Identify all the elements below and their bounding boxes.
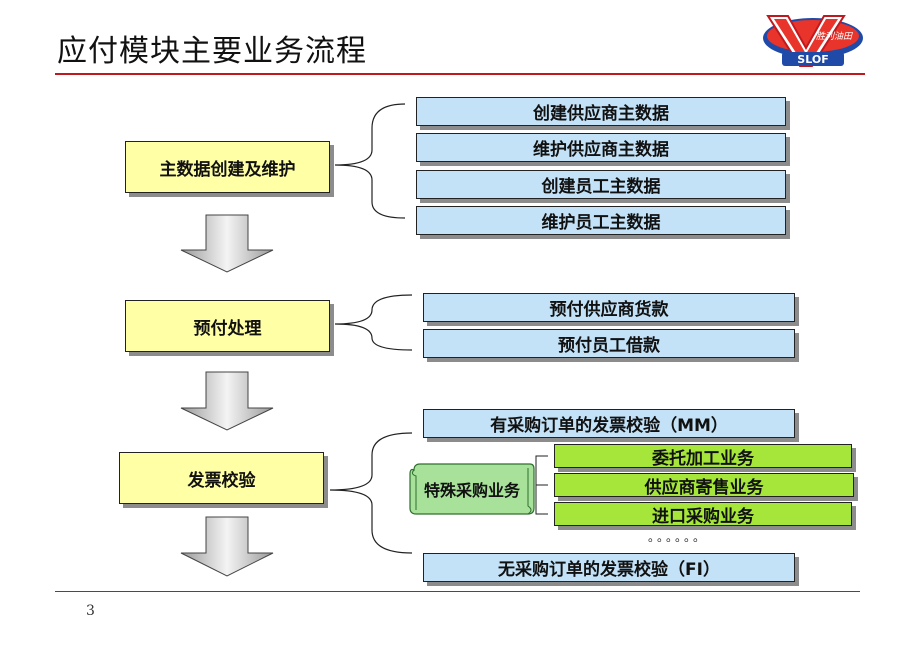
special-purchase-label: 特殊采购业务 (423, 481, 520, 500)
down-arrow-2 (180, 371, 274, 431)
item-employee-advance: 预付员工借款 (423, 329, 795, 358)
item-import-purchase: 进口采购业务 (554, 502, 852, 527)
item-vendor-prepayment: 预付供应商货款 (423, 293, 795, 322)
logo-abbr-text: SLOF (797, 53, 828, 66)
slof-logo: 胜利油田 SLOF (763, 15, 863, 67)
special-purchase-scroll (409, 463, 535, 515)
stage-invoice-verification: 发票校验 (119, 452, 324, 504)
stage-prepayment: 预付处理 (125, 300, 330, 352)
page-title: 应付模块主要业务流程 (57, 34, 367, 69)
brace-prepayment (334, 294, 413, 351)
item-create-employee-master: 创建员工主数据 (416, 170, 786, 199)
item-maintain-employee-master: 维护员工主数据 (416, 206, 786, 235)
item-create-vendor-master: 创建供应商主数据 (416, 97, 786, 126)
brace-master-data (334, 103, 406, 219)
item-subcontracting: 委托加工业务 (554, 444, 852, 469)
stage-master-data: 主数据创建及维护 (125, 141, 330, 193)
footer-divider (55, 591, 860, 592)
page-number: 3 (86, 603, 95, 619)
item-maintain-vendor-master: 维护供应商主数据 (416, 133, 786, 162)
title-divider (55, 73, 865, 75)
down-arrow-3 (180, 516, 274, 577)
item-consignment: 供应商寄售业务 (554, 473, 854, 498)
item-invoice-without-po: 无采购订单的发票校验（FI） (423, 553, 795, 582)
brace-invoice (329, 432, 413, 554)
item-invoice-with-po: 有采购订单的发票校验（MM） (423, 409, 795, 438)
ellipsis-more: 。。。。。。 (648, 530, 709, 544)
logo-brand-text: 胜利油田 (816, 31, 853, 42)
down-arrow-1 (180, 214, 274, 273)
